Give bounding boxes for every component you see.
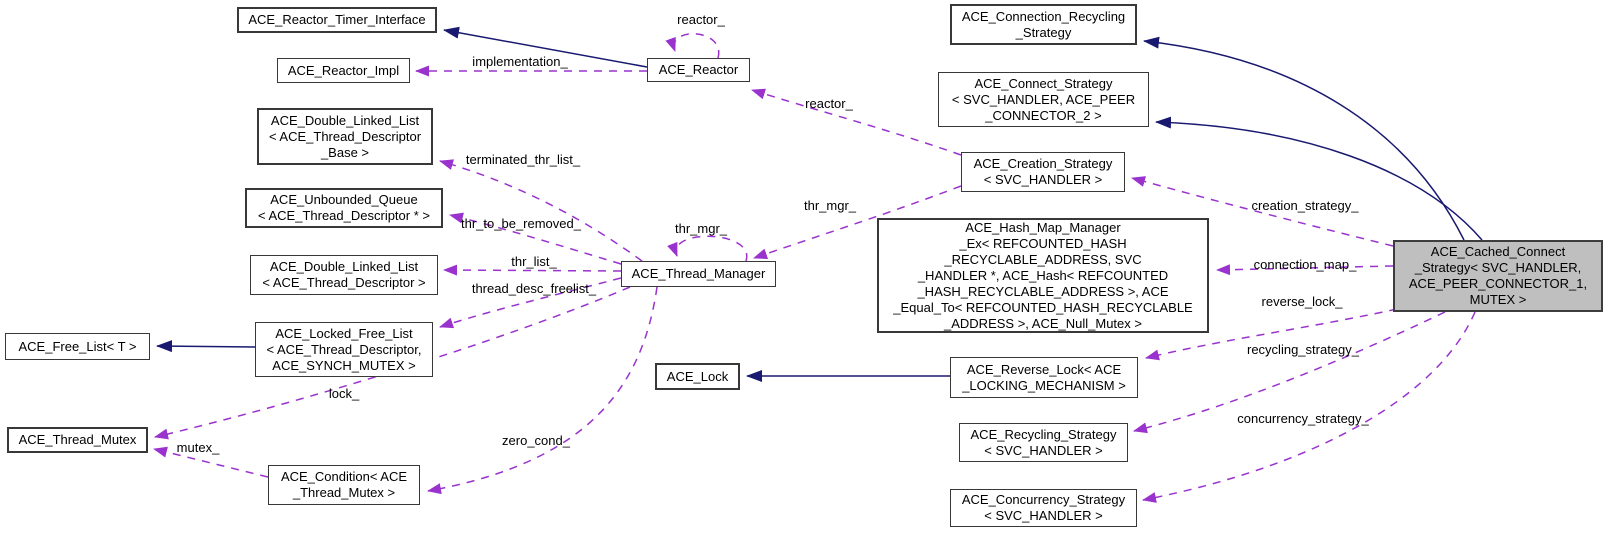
class-node-ace-hash-map-manager[interactable]: ACE_Hash_Map_Manager _Ex< REFCOUNTED_HAS… — [877, 218, 1209, 333]
class-node-ace-thread-mutex[interactable]: ACE_Thread_Mutex — [7, 427, 148, 453]
class-node-ace-locked-free-list[interactable]: ACE_Locked_Free_List < ACE_Thread_Descri… — [255, 322, 433, 377]
class-node-ace-cached-connect-strategy: ACE_Cached_Connect _Strategy< SVC_HANDLE… — [1393, 240, 1603, 312]
edge-label-creation-to-reactor: reactor_ — [805, 96, 853, 111]
class-node-ace-reactor[interactable]: ACE_Reactor — [647, 58, 750, 82]
edge-locked-free-list-to-free-list — [156, 340, 256, 353]
edge-label-tm-thr-list: thr_list_ — [511, 254, 557, 269]
edge-label-cached-concurrency-strategy: concurrency_strategy_ — [1237, 411, 1369, 426]
edge-condition-mutex — [153, 446, 269, 478]
class-node-ace-unbounded-queue[interactable]: ACE_Unbounded_Queue < ACE_Thread_Descrip… — [245, 188, 443, 228]
edge-tm-zero-cond — [427, 286, 658, 495]
edge-label-tm-lock: lock_ — [328, 386, 360, 401]
edge-tm-thr-to-be-removed — [449, 212, 622, 265]
class-node-ace-connection-recycling-strategy[interactable]: ACE_Connection_Recycling _Strategy — [950, 4, 1137, 45]
edge-creation-to-thread-manager — [753, 185, 962, 259]
class-node-ace-connect-strategy[interactable]: ACE_Connect_Strategy < SVC_HANDLER, ACE_… — [938, 72, 1149, 127]
edge-label-cached-connection-map: connection_map_ — [1253, 257, 1357, 272]
class-node-ace-free-list[interactable]: ACE_Free_List< T > — [5, 333, 150, 360]
edge-label-thread-manager-self-loop: thr_mgr_ — [674, 221, 728, 236]
edge-cached-to-connection-recycling — [1143, 36, 1465, 241]
edge-label-tm-zero-cond: zero_cond_ — [502, 433, 570, 448]
edge-creation-to-reactor — [751, 88, 962, 156]
class-node-ace-recycling-strategy[interactable]: ACE_Recycling_Strategy < SVC_HANDLER > — [959, 423, 1128, 462]
edge-cached-recycling-strategy — [1133, 311, 1446, 434]
class-node-ace-double-linked-list[interactable]: ACE_Double_Linked_List < ACE_Thread_Desc… — [250, 255, 438, 295]
class-node-ace-creation-strategy[interactable]: ACE_Creation_Strategy < SVC_HANDLER > — [961, 152, 1125, 192]
class-node-ace-reactor-timer-interface[interactable]: ACE_Reactor_Timer_Interface — [237, 7, 437, 33]
edge-cached-creation-strategy — [1131, 176, 1394, 247]
edge-label-reactor-implementation: implementation_ — [472, 54, 568, 69]
edge-tm-terminated-thr-list — [439, 159, 643, 262]
class-node-ace-concurrency-strategy[interactable]: ACE_Concurrency_Strategy < SVC_HANDLER > — [950, 489, 1137, 527]
edge-label-creation-to-thread-manager: thr_mgr_ — [803, 198, 857, 213]
class-node-ace-thread-manager[interactable]: ACE_Thread_Manager — [621, 261, 776, 287]
class-node-ace-double-linked-list-base[interactable]: ACE_Double_Linked_List < ACE_Thread_Desc… — [257, 108, 433, 165]
class-node-ace-lock[interactable]: ACE_Lock — [655, 363, 740, 390]
edge-label-tm-thr-to-be-removed: thr_to_be_removed_ — [461, 216, 581, 231]
edge-cached-reverse-lock — [1145, 308, 1398, 361]
class-node-ace-reactor-impl[interactable]: ACE_Reactor_Impl — [277, 58, 410, 83]
edge-label-condition-mutex: mutex_ — [176, 440, 220, 455]
class-node-ace-condition[interactable]: ACE_Condition< ACE _Thread_Mutex > — [268, 465, 420, 505]
edge-label-cached-recycling-strategy: recycling_strategy_ — [1247, 342, 1359, 357]
edge-label-cached-reverse-lock: reverse_lock_ — [1261, 294, 1343, 309]
class-node-ace-reverse-lock[interactable]: ACE_Reverse_Lock< ACE _LOCKING_MECHANISM… — [950, 357, 1138, 398]
edge-label-tm-terminated-thr-list: terminated_thr_list_ — [465, 152, 581, 167]
edge-cached-concurrency-strategy — [1142, 311, 1476, 503]
edge-label-reactor-self-loop: reactor_ — [677, 12, 725, 27]
edge-label-tm-thread-desc-freelist: thread_desc_freelist_ — [471, 281, 597, 296]
edge-tm-thr-list — [443, 264, 622, 276]
edge-label-cached-creation-strategy: creation_strategy_ — [1251, 198, 1359, 213]
edge-cached-to-connect-strategy — [1155, 116, 1483, 241]
edge-reactor-self-loop — [665, 32, 720, 59]
edge-thread-manager-self-loop — [667, 235, 748, 262]
edge-reactor-to-timer-interface — [443, 26, 648, 68]
edge-tm-thread-desc-freelist — [439, 277, 622, 329]
